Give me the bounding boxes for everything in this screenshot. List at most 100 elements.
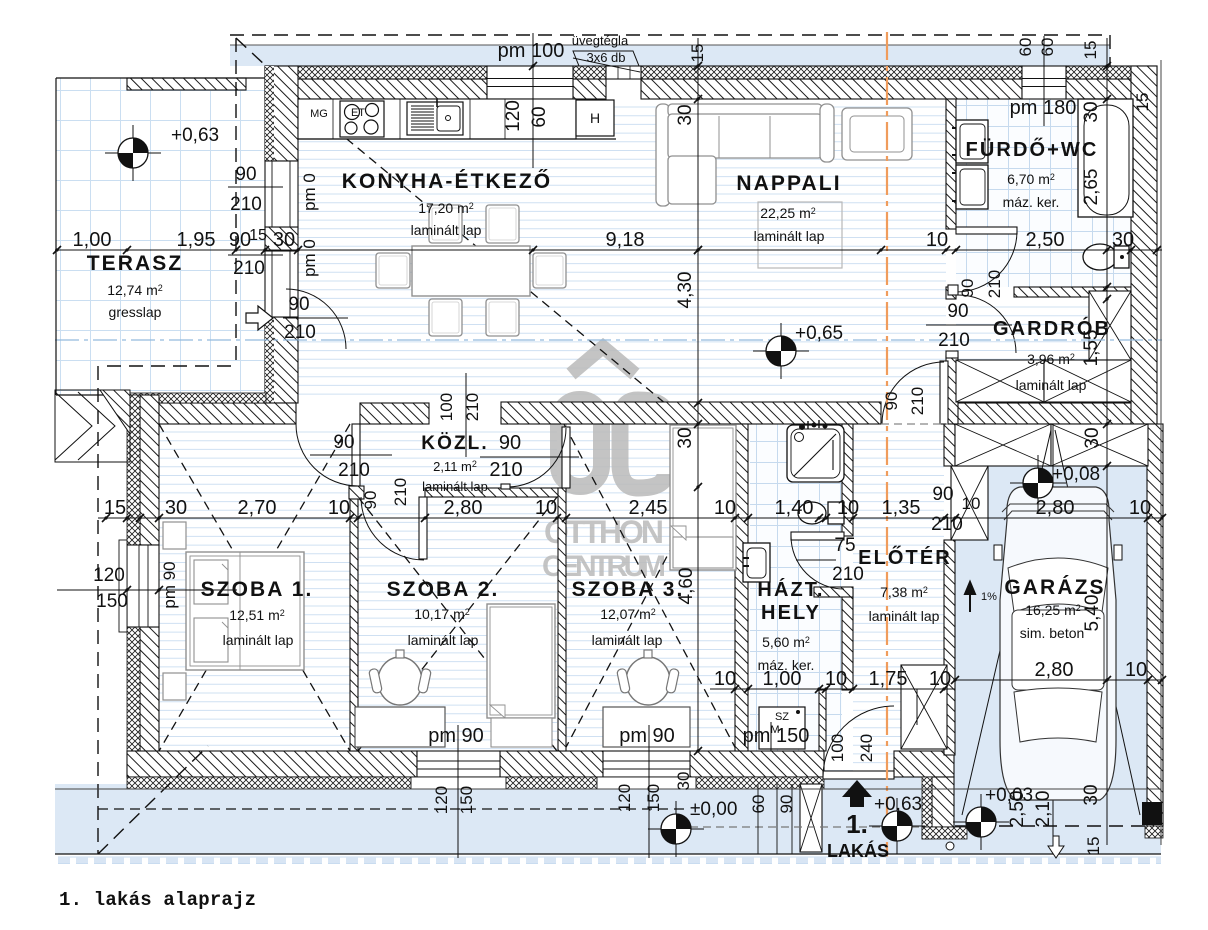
svg-text:150: 150 bbox=[457, 786, 476, 814]
svg-text:pm 180: pm 180 bbox=[1010, 97, 1077, 119]
svg-text:10: 10 bbox=[714, 668, 736, 690]
svg-text:12,51 m2: 12,51 m2 bbox=[229, 607, 285, 623]
svg-text:2,10: 2,10 bbox=[1033, 791, 1054, 828]
svg-text:+0,03: +0,03 bbox=[985, 785, 1033, 806]
svg-text:90: 90 bbox=[288, 294, 309, 315]
svg-text:HELY: HELY bbox=[761, 602, 821, 624]
svg-text:150: 150 bbox=[96, 591, 128, 612]
svg-text:ELŐTÉR: ELŐTÉR bbox=[858, 546, 952, 569]
svg-text:pm 100: pm 100 bbox=[498, 40, 565, 62]
svg-text:2,65: 2,65 bbox=[1081, 169, 1102, 206]
svg-text:30: 30 bbox=[1082, 427, 1103, 448]
svg-text:4,30: 4,30 bbox=[675, 272, 696, 309]
svg-text:KONYHA-ÉTKEZŐ: KONYHA-ÉTKEZŐ bbox=[342, 170, 552, 193]
svg-text:22,25 m2: 22,25 m2 bbox=[760, 205, 816, 221]
svg-text:30: 30 bbox=[165, 497, 187, 519]
svg-text:15: 15 bbox=[1084, 837, 1103, 856]
svg-text:210: 210 bbox=[284, 322, 316, 343]
svg-text:90: 90 bbox=[882, 392, 901, 411]
svg-text:15: 15 bbox=[104, 497, 126, 519]
svg-text:150: 150 bbox=[644, 784, 663, 812]
svg-text:7,38 m2: 7,38 m2 bbox=[880, 584, 928, 600]
svg-text:pm 90: pm 90 bbox=[160, 561, 179, 608]
svg-text:15: 15 bbox=[1133, 93, 1152, 112]
svg-text:SZ: SZ bbox=[775, 711, 789, 723]
svg-text:16,25 m2: 16,25 m2 bbox=[1025, 602, 1081, 618]
svg-text:60: 60 bbox=[529, 106, 550, 127]
svg-text:60: 60 bbox=[749, 795, 768, 814]
svg-text:30: 30 bbox=[675, 104, 696, 125]
svg-text:2,80: 2,80 bbox=[1035, 659, 1074, 681]
svg-text:üvegtégla: üvegtégla bbox=[572, 33, 629, 48]
svg-text:LAKÁS: LAKÁS bbox=[827, 840, 889, 861]
svg-text:210: 210 bbox=[463, 393, 482, 421]
svg-text:90: 90 bbox=[229, 229, 251, 251]
svg-text:210: 210 bbox=[985, 270, 1004, 298]
svg-text:100: 100 bbox=[828, 734, 847, 762]
svg-text:4,60: 4,60 bbox=[676, 568, 697, 605]
svg-text:3x6 db: 3x6 db bbox=[586, 50, 625, 65]
svg-text:17,20 m2: 17,20 m2 bbox=[418, 200, 474, 216]
svg-text:210: 210 bbox=[489, 459, 522, 481]
svg-text:HÁZT.: HÁZT. bbox=[757, 578, 824, 601]
svg-text:2,50: 2,50 bbox=[1007, 791, 1028, 828]
svg-text:75: 75 bbox=[834, 535, 855, 556]
svg-text:1,55: 1,55 bbox=[1081, 330, 1102, 367]
svg-text:15: 15 bbox=[249, 227, 267, 244]
svg-text:90: 90 bbox=[947, 301, 968, 322]
svg-text:FÜRDŐ+WC: FÜRDŐ+WC bbox=[966, 138, 1099, 161]
svg-text:2,80: 2,80 bbox=[444, 497, 483, 519]
svg-text:1. lakás alaprajz: 1. lakás alaprajz bbox=[59, 889, 256, 911]
svg-text:120: 120 bbox=[432, 786, 451, 814]
svg-text:+0,63: +0,63 bbox=[171, 125, 219, 146]
svg-text:máz. ker.: máz. ker. bbox=[1003, 194, 1060, 210]
svg-text:210: 210 bbox=[931, 514, 963, 535]
svg-text:laminált lap: laminált lap bbox=[422, 479, 488, 494]
svg-text:pm 90: pm 90 bbox=[619, 725, 675, 747]
svg-text:90: 90 bbox=[333, 432, 354, 453]
svg-text:240: 240 bbox=[857, 734, 876, 762]
svg-text:laminált lap: laminált lap bbox=[223, 632, 294, 648]
svg-text:laminált lap: laminált lap bbox=[408, 632, 479, 648]
svg-text:2,45: 2,45 bbox=[629, 497, 668, 519]
svg-text:210: 210 bbox=[338, 460, 370, 481]
svg-text:laminált lap: laminált lap bbox=[869, 608, 940, 624]
svg-text:pm 0: pm 0 bbox=[300, 239, 319, 277]
svg-text:90: 90 bbox=[361, 491, 380, 510]
svg-text:30: 30 bbox=[1081, 784, 1102, 805]
svg-text:laminált lap: laminált lap bbox=[754, 228, 825, 244]
svg-text:NAPPALI: NAPPALI bbox=[736, 172, 841, 195]
svg-text:15: 15 bbox=[688, 44, 707, 63]
svg-text:pm 90: pm 90 bbox=[428, 725, 484, 747]
svg-text:10: 10 bbox=[714, 497, 736, 519]
svg-text:90: 90 bbox=[235, 164, 256, 185]
svg-text:laminált lap: laminált lap bbox=[592, 632, 663, 648]
svg-text:SZOBA 1.: SZOBA 1. bbox=[201, 578, 314, 601]
svg-text:9,18: 9,18 bbox=[606, 229, 645, 251]
svg-text:60: 60 bbox=[1038, 38, 1057, 57]
svg-text:1.: 1. bbox=[846, 809, 868, 839]
svg-text:laminált lap: laminált lap bbox=[411, 222, 482, 238]
svg-text:120: 120 bbox=[615, 784, 634, 812]
svg-text:120: 120 bbox=[503, 100, 524, 132]
svg-text:30: 30 bbox=[675, 427, 696, 448]
svg-text:5,60 m2: 5,60 m2 bbox=[762, 634, 810, 650]
svg-text:10: 10 bbox=[825, 668, 847, 690]
svg-text:gresslap: gresslap bbox=[109, 304, 162, 320]
svg-text:+0,65: +0,65 bbox=[795, 323, 843, 344]
svg-text:210: 210 bbox=[832, 564, 864, 585]
svg-text:10: 10 bbox=[535, 497, 557, 519]
svg-text:TERASZ: TERASZ bbox=[87, 252, 184, 275]
svg-text:10: 10 bbox=[837, 497, 859, 519]
svg-text:5,40: 5,40 bbox=[1082, 595, 1103, 632]
svg-text:12,74 m2: 12,74 m2 bbox=[107, 282, 163, 298]
svg-text:90: 90 bbox=[777, 795, 796, 814]
svg-text:2,11 m2: 2,11 m2 bbox=[433, 459, 477, 474]
svg-text:pm 150: pm 150 bbox=[743, 725, 810, 747]
svg-text:3,96 m2: 3,96 m2 bbox=[1027, 351, 1075, 367]
svg-text:10: 10 bbox=[962, 494, 981, 513]
svg-text:laminált lap: laminált lap bbox=[1016, 377, 1087, 393]
svg-text:6,70 m2: 6,70 m2 bbox=[1007, 171, 1055, 187]
svg-text:210: 210 bbox=[908, 387, 927, 415]
svg-text:2,70: 2,70 bbox=[238, 497, 277, 519]
